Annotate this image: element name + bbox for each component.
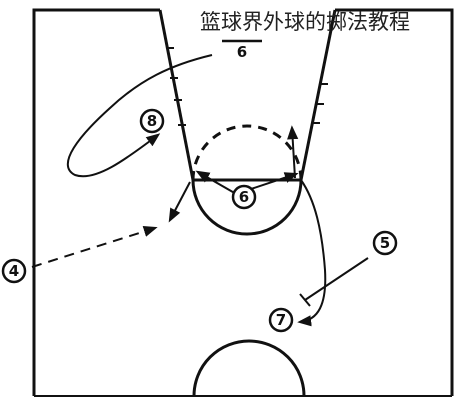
lane-hash-marks (166, 47, 328, 126)
player-8-label: 8 (147, 112, 157, 130)
path-player-6-to-right (247, 172, 299, 191)
screen-player-5 (299, 257, 369, 307)
free-throw-circle-lower (191, 179, 303, 236)
path-player-7-cut (297, 179, 327, 327)
lane-line-left (158, 9, 195, 181)
player-top-label: 6 (237, 43, 247, 61)
player-4-marker: 4 (1, 258, 27, 284)
player-6-marker: 6 (231, 184, 257, 210)
path-left-lane-down (168, 181, 191, 223)
player-6-label: 6 (239, 188, 249, 206)
path-player-6-cut (195, 170, 239, 196)
page-caption: 篮球界外球的掷法教程 (200, 10, 410, 34)
player-4-circle (1, 258, 27, 284)
center-circle (192, 339, 306, 397)
player-5-marker: 5 (372, 230, 398, 256)
player-5-circle (372, 230, 398, 256)
player-7-label: 7 (276, 311, 286, 329)
free-throw-circle-upper-dashed (191, 124, 303, 181)
pass-player-4 (31, 226, 158, 268)
path-player-8-cut (66, 54, 213, 178)
player-7-circle (268, 307, 294, 333)
lane-line-right (299, 9, 337, 181)
player-5-label: 5 (380, 234, 390, 252)
players-layer: 4 8 6 5 7 6 (1, 43, 398, 333)
player-6-circle (231, 184, 257, 210)
player-7-marker: 7 (268, 307, 294, 333)
path-right-lane-upcut (287, 125, 299, 179)
player-8-marker: 8 (139, 108, 165, 134)
player-top-marker: 6 (237, 43, 247, 61)
player-4-label: 4 (9, 262, 19, 280)
player-8-circle (139, 108, 165, 134)
